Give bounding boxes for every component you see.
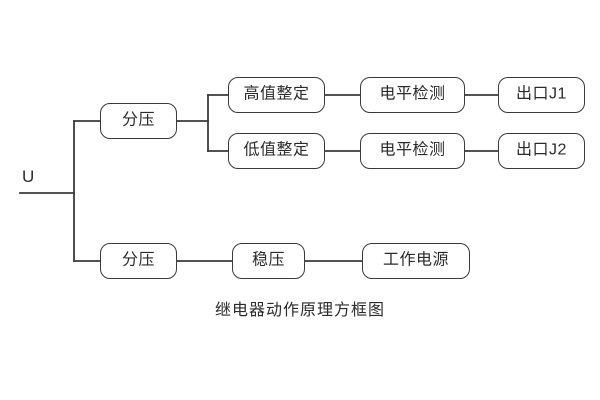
block-regulator[interactable]: 稳压	[232, 243, 305, 279]
diagram-caption: 继电器动作原理方框图	[214, 302, 385, 319]
block-high-set[interactable]: 高值整定	[228, 77, 325, 113]
block-label: 电平检测	[379, 85, 446, 103]
block-label: 稳压	[251, 251, 285, 269]
block-divider-bottom[interactable]: 分压	[100, 243, 177, 279]
block-divider-top[interactable]: 分压	[100, 103, 177, 139]
block-output-j2[interactable]: 出口J2	[498, 133, 585, 169]
block-output-j1[interactable]: 出口J1	[498, 77, 585, 113]
block-label: 电平检测	[379, 141, 446, 159]
block-level-detect-1[interactable]: 电平检测	[360, 77, 465, 113]
block-label: 工作电源	[382, 251, 449, 269]
block-level-detect-2[interactable]: 电平检测	[360, 133, 465, 169]
block-label: 高值整定	[243, 85, 310, 103]
block-low-set[interactable]: 低值整定	[228, 133, 325, 169]
block-power-supply[interactable]: 工作电源	[362, 243, 470, 279]
block-label: 分压	[121, 251, 155, 269]
block-label: 分压	[121, 111, 155, 129]
block-label: 低值整定	[243, 141, 310, 159]
block-label: 出口J1	[516, 85, 567, 103]
block-label: 出口J2	[516, 141, 567, 159]
input-voltage-label: U	[22, 167, 35, 186]
